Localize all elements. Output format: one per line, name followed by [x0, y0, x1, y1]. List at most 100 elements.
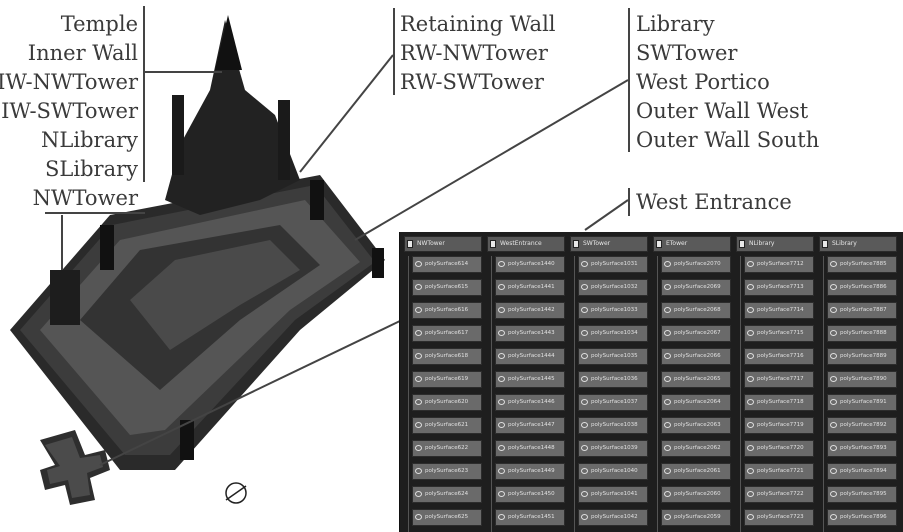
- outliner-item[interactable]: polySurface1442: [495, 302, 565, 319]
- outliner-group[interactable]: ETower: [653, 236, 731, 252]
- outliner-item[interactable]: polySurface1440: [495, 256, 565, 273]
- outliner-item[interactable]: polySurface1449: [495, 463, 565, 480]
- outliner-item[interactable]: polySurface7714: [744, 302, 814, 319]
- outliner-item[interactable]: polySurface1036: [578, 371, 648, 388]
- label-outer-wall-south: Outer Wall South: [636, 128, 819, 153]
- outliner-item[interactable]: polySurface1447: [495, 417, 565, 434]
- outliner-item[interactable]: polySurface615: [412, 279, 482, 296]
- outliner-item[interactable]: polySurface7890: [827, 371, 897, 388]
- outliner-group[interactable]: WestEntrance: [487, 236, 565, 252]
- outliner-item[interactable]: polySurface617: [412, 325, 482, 342]
- outliner-item[interactable]: polySurface1032: [578, 279, 648, 296]
- outliner-item[interactable]: polySurface1450: [495, 486, 565, 503]
- outliner-item[interactable]: polySurface7715: [744, 325, 814, 342]
- hierarchy-tick: [412, 357, 413, 358]
- mesh-icon: [498, 445, 505, 451]
- outliner-item[interactable]: polySurface7885: [827, 256, 897, 273]
- outliner-item[interactable]: polySurface616: [412, 302, 482, 319]
- hierarchy-tick: [412, 265, 413, 266]
- mesh-icon: [830, 491, 837, 497]
- outliner-item-label: polySurface1445: [508, 376, 555, 382]
- outliner-item[interactable]: polySurface614: [412, 256, 482, 273]
- outliner-item[interactable]: polySurface2059: [661, 509, 731, 526]
- outliner-item[interactable]: polySurface7721: [744, 463, 814, 480]
- outliner-item-label: polySurface620: [425, 399, 468, 405]
- outliner-item-label: polySurface7714: [757, 307, 804, 313]
- outliner-item[interactable]: polySurface2064: [661, 394, 731, 411]
- outliner-item[interactable]: polySurface625: [412, 509, 482, 526]
- outliner-item[interactable]: polySurface7722: [744, 486, 814, 503]
- outliner-item-label: polySurface7889: [840, 353, 887, 359]
- outliner-item[interactable]: polySurface619: [412, 371, 482, 388]
- outliner-item[interactable]: polySurface2062: [661, 440, 731, 457]
- outliner-item[interactable]: polySurface1445: [495, 371, 565, 388]
- outliner-item[interactable]: polySurface1446: [495, 394, 565, 411]
- outliner-item[interactable]: polySurface1033: [578, 302, 648, 319]
- outliner-item[interactable]: polySurface7895: [827, 486, 897, 503]
- outliner-item[interactable]: polySurface2069: [661, 279, 731, 296]
- mesh-icon: [747, 422, 754, 428]
- outliner-item[interactable]: polySurface2067: [661, 325, 731, 342]
- outliner-item[interactable]: polySurface7886: [827, 279, 897, 296]
- outliner-item-label: polySurface7891: [840, 399, 887, 405]
- outliner-item[interactable]: polySurface1448: [495, 440, 565, 457]
- outliner-item[interactable]: polySurface1444: [495, 348, 565, 365]
- outliner-group[interactable]: NWTower: [404, 236, 482, 252]
- hierarchy-tick: [827, 472, 828, 473]
- outliner-item[interactable]: polySurface7896: [827, 509, 897, 526]
- outliner-item[interactable]: polySurface622: [412, 440, 482, 457]
- outliner-item[interactable]: polySurface7718: [744, 394, 814, 411]
- outliner-item[interactable]: polySurface1451: [495, 509, 565, 526]
- outliner-item[interactable]: polySurface7894: [827, 463, 897, 480]
- outliner-item[interactable]: polySurface2068: [661, 302, 731, 319]
- outliner-item[interactable]: polySurface1037: [578, 394, 648, 411]
- outliner-group-label: ETower: [666, 240, 687, 247]
- outliner-item[interactable]: polySurface7891: [827, 394, 897, 411]
- outliner-item[interactable]: polySurface7892: [827, 417, 897, 434]
- outliner-item[interactable]: polySurface1034: [578, 325, 648, 342]
- hierarchy-tick: [661, 449, 662, 450]
- hierarchy-tick: [578, 518, 579, 519]
- outliner-item[interactable]: polySurface2060: [661, 486, 731, 503]
- outliner-item[interactable]: polySurface7723: [744, 509, 814, 526]
- outliner-group[interactable]: NLibrary: [736, 236, 814, 252]
- outliner-item[interactable]: polySurface1038: [578, 417, 648, 434]
- outliner-item[interactable]: polySurface1441: [495, 279, 565, 296]
- outliner-item[interactable]: polySurface623: [412, 463, 482, 480]
- outliner-item[interactable]: polySurface1035: [578, 348, 648, 365]
- outliner-item[interactable]: polySurface618: [412, 348, 482, 365]
- label-slibrary: SLibrary: [45, 157, 138, 182]
- outliner-item[interactable]: polySurface1041: [578, 486, 648, 503]
- outliner-item[interactable]: polySurface1039: [578, 440, 648, 457]
- outliner-item[interactable]: polySurface7889: [827, 348, 897, 365]
- outliner-item[interactable]: polySurface1031: [578, 256, 648, 273]
- outliner-item[interactable]: polySurface7717: [744, 371, 814, 388]
- hierarchy-tick: [744, 426, 745, 427]
- outliner-item[interactable]: polySurface2066: [661, 348, 731, 365]
- outliner-group[interactable]: SLibrary: [819, 236, 897, 252]
- outliner-item[interactable]: polySurface7716: [744, 348, 814, 365]
- outliner-item[interactable]: polySurface2070: [661, 256, 731, 273]
- outliner-item[interactable]: polySurface2065: [661, 371, 731, 388]
- outliner-item[interactable]: polySurface1040: [578, 463, 648, 480]
- outliner-item[interactable]: polySurface7888: [827, 325, 897, 342]
- outliner-item-label: polySurface2070: [674, 261, 721, 267]
- outliner-item[interactable]: polySurface7713: [744, 279, 814, 296]
- outliner-item[interactable]: polySurface621: [412, 417, 482, 434]
- outliner-item[interactable]: polySurface7712: [744, 256, 814, 273]
- outliner-item[interactable]: polySurface2061: [661, 463, 731, 480]
- outliner-item[interactable]: polySurface7893: [827, 440, 897, 457]
- outliner-item[interactable]: polySurface624: [412, 486, 482, 503]
- outliner-item[interactable]: polySurface1042: [578, 509, 648, 526]
- outliner-item[interactable]: polySurface7719: [744, 417, 814, 434]
- outliner-item[interactable]: polySurface7887: [827, 302, 897, 319]
- outliner-item-label: polySurface624: [425, 491, 468, 497]
- mesh-icon: [581, 399, 588, 405]
- outliner-group[interactable]: SWTower: [570, 236, 648, 252]
- outliner-column: polySurface7885 polySurface7886 polySurfac…: [819, 256, 901, 532]
- mesh-icon: [498, 399, 505, 405]
- outliner-item[interactable]: polySurface1443: [495, 325, 565, 342]
- outliner-item[interactable]: polySurface7720: [744, 440, 814, 457]
- outliner-item[interactable]: polySurface620: [412, 394, 482, 411]
- outliner-item[interactable]: polySurface2063: [661, 417, 731, 434]
